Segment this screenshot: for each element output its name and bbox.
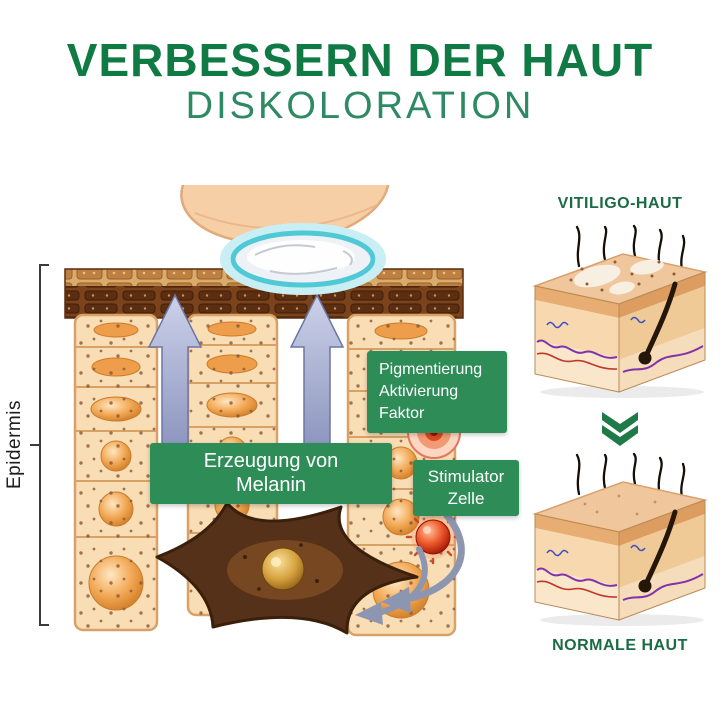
title-line-1: VERBESSERN DER HAUT: [66, 34, 654, 86]
epidermis-bracket: [30, 264, 49, 626]
label-pigment-activation-factor: Pigmentierung Aktivierung Faktor: [367, 351, 507, 434]
vitiligo-heading: VITILIGO-HAUT: [557, 195, 683, 212]
label-melanin-text: Erzeugung von Melanin: [203, 450, 339, 496]
epidermis-label: Epidermis: [4, 400, 25, 490]
normal-skin-heading: NORMALE HAUT: [552, 637, 688, 654]
skin-cross-section-illustration: [64, 185, 465, 637]
normal-skin-illustration: [532, 452, 708, 626]
label-melanin-production: Erzeugung von Melanin: [150, 443, 392, 505]
page-title: VERBESSERN DER HAUT DISKOLORATION: [0, 36, 720, 128]
label-stimulator-text: Stimulator Zelle: [427, 467, 505, 509]
normal-skin-block: [532, 452, 708, 626]
melanocyte-cell: [155, 501, 419, 635]
cell-column-left: [73, 313, 159, 632]
double-chevron-down-icon: [602, 412, 638, 446]
title-line-2: DISKOLORATION: [185, 85, 535, 128]
signal-curved-arrows: [355, 507, 465, 625]
vitiligo-skin-illustration: [532, 224, 708, 398]
label-pigment-text: Pigmentierung Aktivierung Faktor: [379, 361, 483, 423]
cream-blob: [220, 223, 386, 295]
vitiligo-skin-block: [532, 224, 708, 398]
label-stimulator-cell: Stimulator Zelle: [413, 460, 519, 517]
